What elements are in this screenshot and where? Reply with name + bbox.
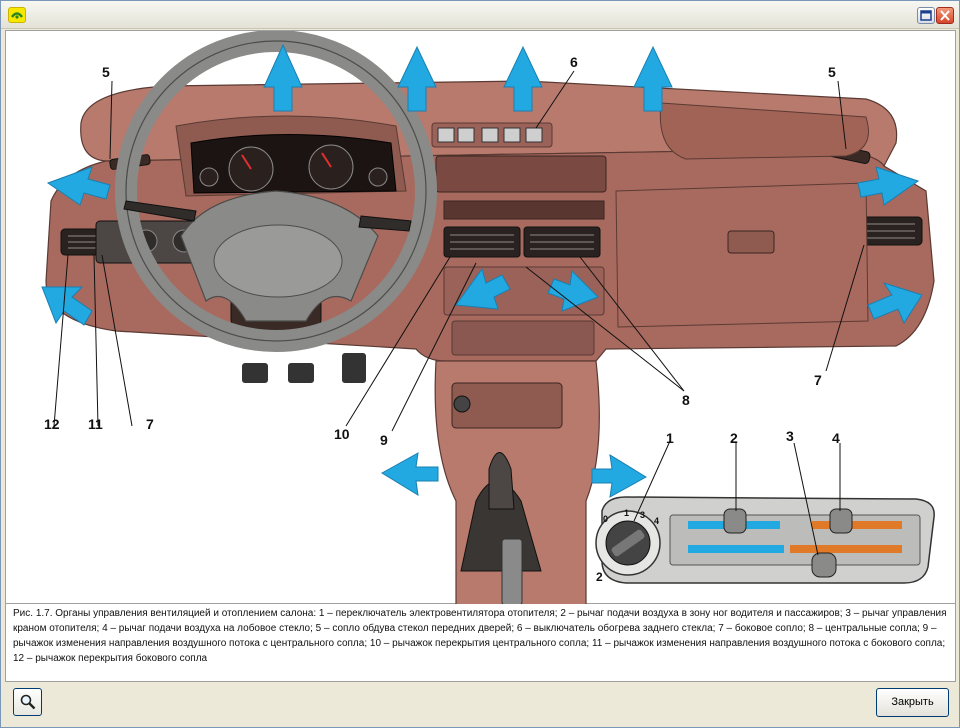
- hot-scale-upper: [812, 521, 902, 529]
- windshield-airflow-arrow-1: [263, 43, 303, 112]
- speed-needle: [241, 154, 252, 170]
- console-switch-4: [503, 127, 521, 143]
- side-window-arrow-left: [46, 166, 111, 206]
- footwell-arrow-right: [867, 282, 923, 325]
- footwell-arrow-left: [41, 286, 93, 326]
- callout-7-right: 7: [814, 372, 822, 388]
- caption-text: Рис. 1.7. Органы управления вентиляцией …: [13, 608, 947, 664]
- dial-mark-0: 0: [603, 514, 608, 524]
- fuel-gauge: [368, 167, 388, 187]
- close-button[interactable]: Закрыть: [876, 688, 949, 717]
- bottom-toolbar: Закрыть: [5, 684, 956, 724]
- callout-1: 1: [666, 430, 674, 446]
- callout-6: 6: [570, 54, 578, 70]
- callout-9: 9: [380, 432, 388, 448]
- callout-8: 8: [682, 392, 690, 408]
- dial-mark-1: 1: [624, 508, 629, 518]
- gear-shift-lever: [488, 452, 515, 510]
- callout-3: 3: [786, 428, 794, 444]
- console-switch-3: [481, 127, 499, 143]
- callout-11: 11: [88, 416, 103, 432]
- handbrake-stub: [501, 538, 523, 606]
- windshield-airflow-arrow-2: [397, 45, 437, 112]
- glove-box: [615, 182, 869, 328]
- instrument-cluster: [190, 134, 397, 194]
- callout-2: 2: [730, 430, 738, 446]
- wiper-stalk: [358, 215, 412, 232]
- windshield-airflow-arrow-4: [633, 45, 673, 112]
- pedal-3: [342, 353, 366, 383]
- steering-wheel-rim-edge: [125, 40, 427, 342]
- tacho-needle: [321, 152, 332, 168]
- console-switch-5: [525, 127, 543, 143]
- side-window-arrow-right: [857, 166, 920, 206]
- leader-lines: [53, 70, 865, 556]
- app-icon: [8, 7, 26, 23]
- windshield-airflow-arrow-3: [503, 45, 543, 112]
- temp-gauge: [199, 167, 219, 187]
- radio-slot: [443, 200, 605, 220]
- callout-5-right: 5: [828, 64, 836, 80]
- dial-mark-2: 2: [596, 570, 603, 584]
- display-recess: [435, 155, 607, 193]
- close-window-button[interactable]: [936, 7, 954, 24]
- figure-canvas: 0 1 2 3 4: [5, 30, 956, 606]
- rear-defrost-switch: [437, 127, 455, 143]
- callout-4: 4: [832, 430, 840, 446]
- maximize-button[interactable]: [917, 7, 935, 24]
- passenger-airbag-panel: [659, 102, 869, 160]
- airflow-arrows: [41, 43, 923, 498]
- title-bar[interactable]: [1, 1, 959, 29]
- cold-scale-lower: [688, 545, 784, 553]
- dial-mark-3: 3: [640, 510, 645, 520]
- console-lower-panel: [451, 320, 595, 356]
- fan-switch-grip: [611, 529, 645, 557]
- pedal-1: [242, 363, 268, 383]
- callout-10: 10: [334, 426, 350, 442]
- horn-pad: [213, 224, 343, 298]
- turn-signal-stalk: [123, 200, 197, 222]
- cigarette-lighter-panel: [451, 382, 563, 429]
- windshield-air-lever: [829, 508, 853, 534]
- callout-12: 12: [44, 416, 60, 432]
- floor-arrow-right: [591, 454, 647, 498]
- dashboard-illustration: 0 1 2 3 4: [41, 30, 935, 606]
- central-vent-arrow-left: [455, 267, 511, 310]
- dial-mark-4: 4: [654, 516, 659, 526]
- magnifier-icon: [20, 694, 36, 710]
- floor-arrow-left: [381, 452, 439, 496]
- figure-caption: Рис. 1.7. Органы управления вентиляцией …: [5, 604, 956, 682]
- lighter-knob: [453, 395, 471, 413]
- zoom-button[interactable]: [13, 688, 42, 716]
- callout-5-left: 5: [102, 64, 110, 80]
- pedal-2: [288, 363, 314, 383]
- glove-box-latch: [727, 230, 775, 254]
- heater-tap-lever: [811, 552, 837, 578]
- console-switch-2: [457, 127, 475, 143]
- hot-scale-lower: [790, 545, 902, 553]
- footwell-air-lever: [723, 508, 747, 534]
- callout-7-left: 7: [146, 416, 154, 432]
